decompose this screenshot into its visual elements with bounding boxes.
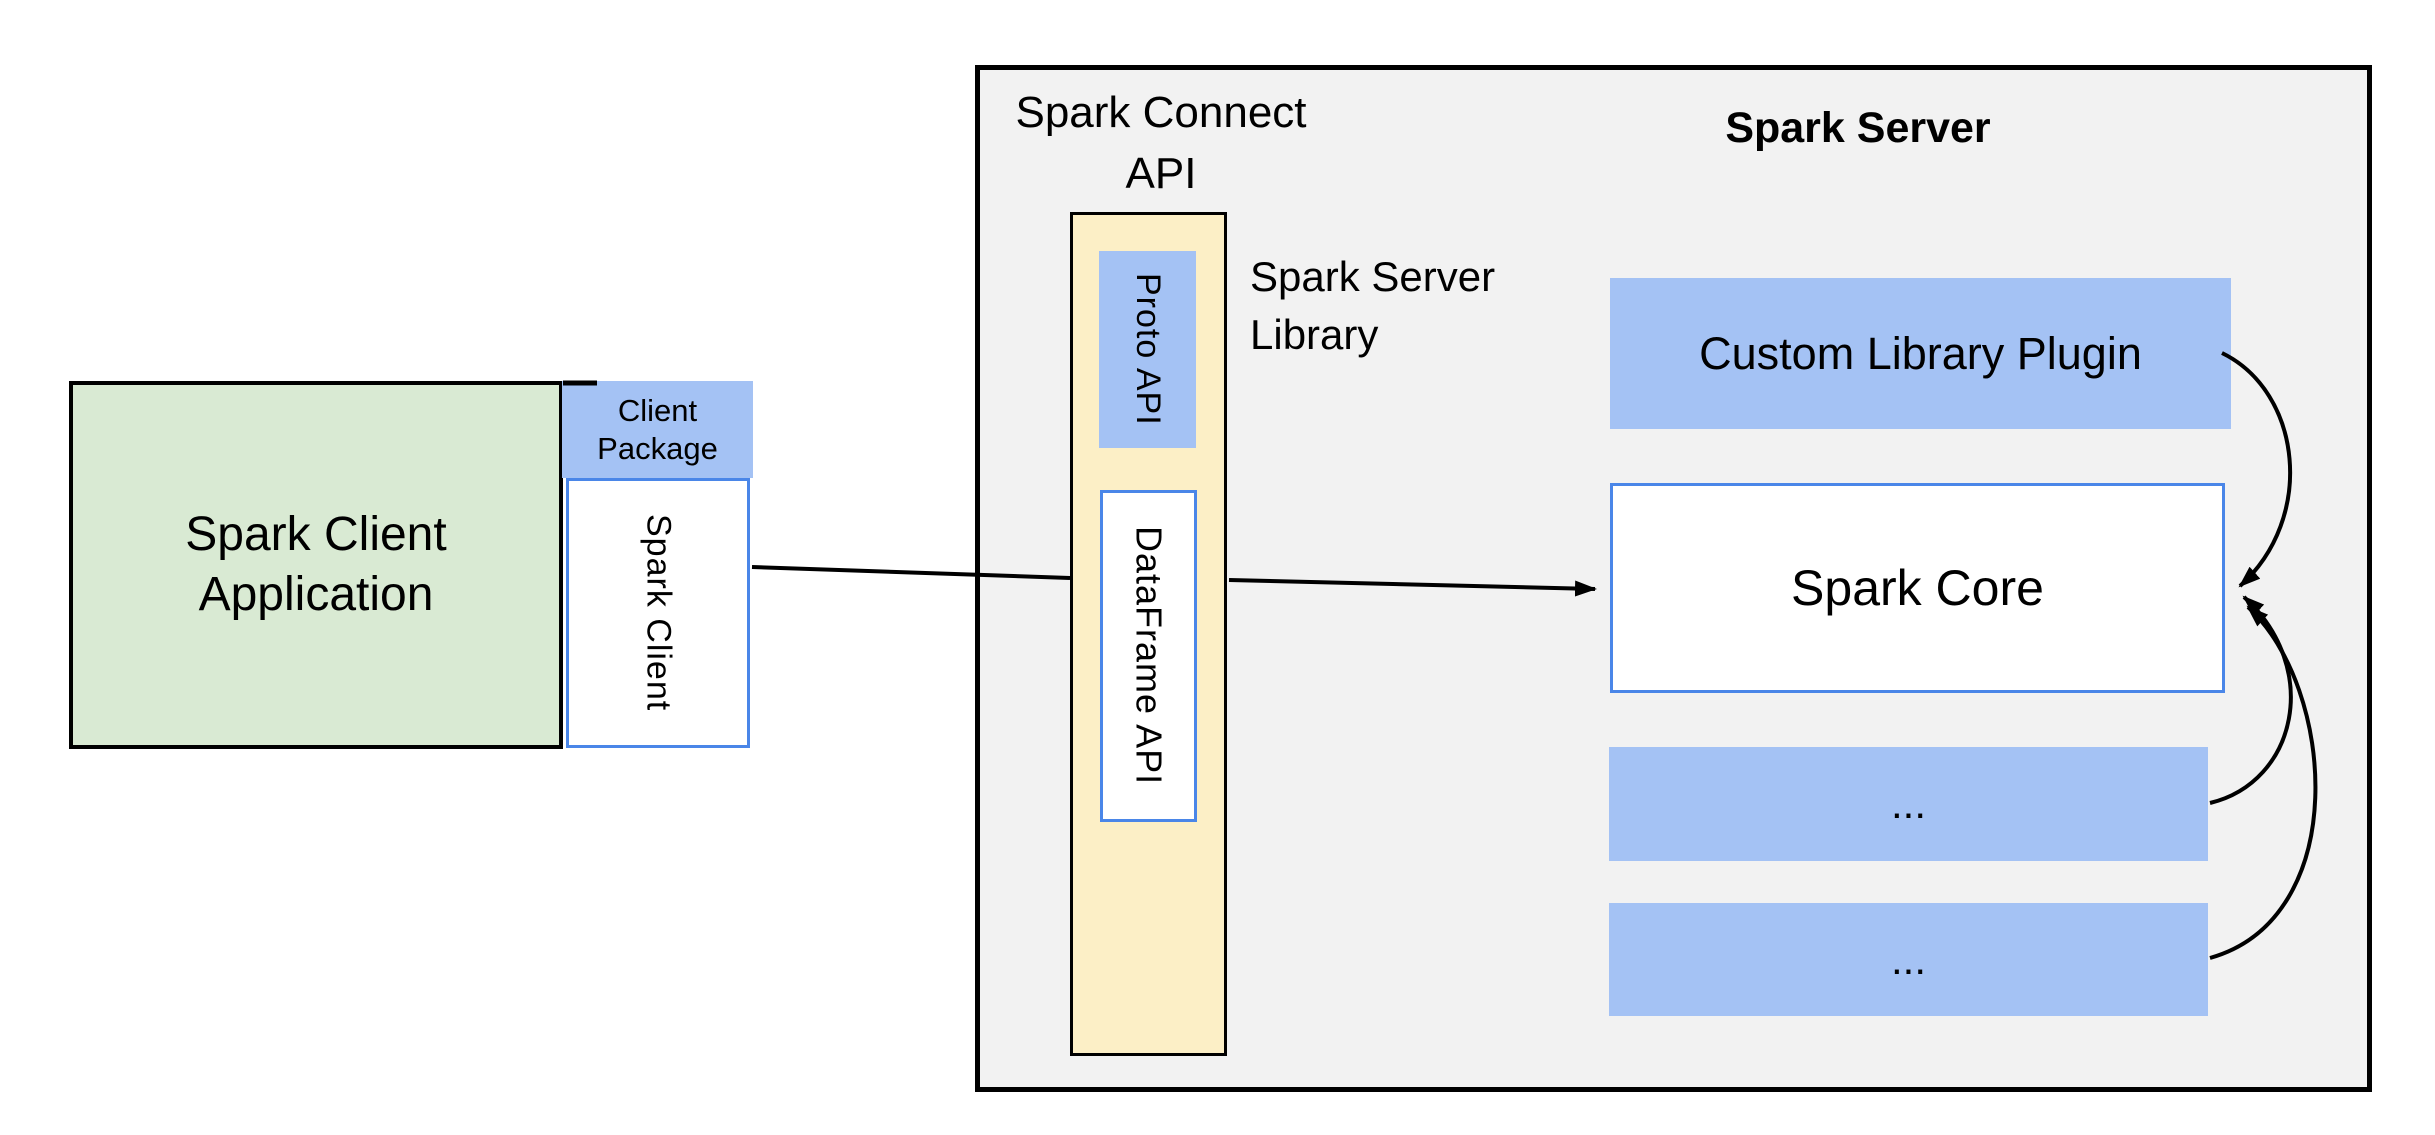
spark-client-label: Spark Client: [639, 514, 678, 712]
proto-api-box: Proto API: [1099, 251, 1196, 448]
spark-client-box: Spark Client: [566, 478, 750, 748]
dataframe-api-box: DataFrame API: [1100, 490, 1197, 822]
client-package-box: Client Package: [562, 381, 753, 478]
spark-server-title: Spark Server: [1725, 104, 1991, 152]
plugin-placeholder-box-2: ...: [1609, 903, 2208, 1016]
spark-client-application-box: Spark Client Application: [69, 381, 563, 749]
proto-api-label: Proto API: [1129, 273, 1167, 426]
plugin-placeholder-box-1: ...: [1609, 747, 2208, 861]
dataframe-api-label: DataFrame API: [1128, 526, 1170, 786]
spark-core-box: Spark Core: [1610, 483, 2225, 693]
spark-server-library-label: Spark Server Library: [1250, 253, 1496, 358]
custom-library-plugin-box: Custom Library Plugin: [1610, 278, 2231, 429]
spark-connect-api-label: Spark Connect API: [1015, 88, 1307, 198]
